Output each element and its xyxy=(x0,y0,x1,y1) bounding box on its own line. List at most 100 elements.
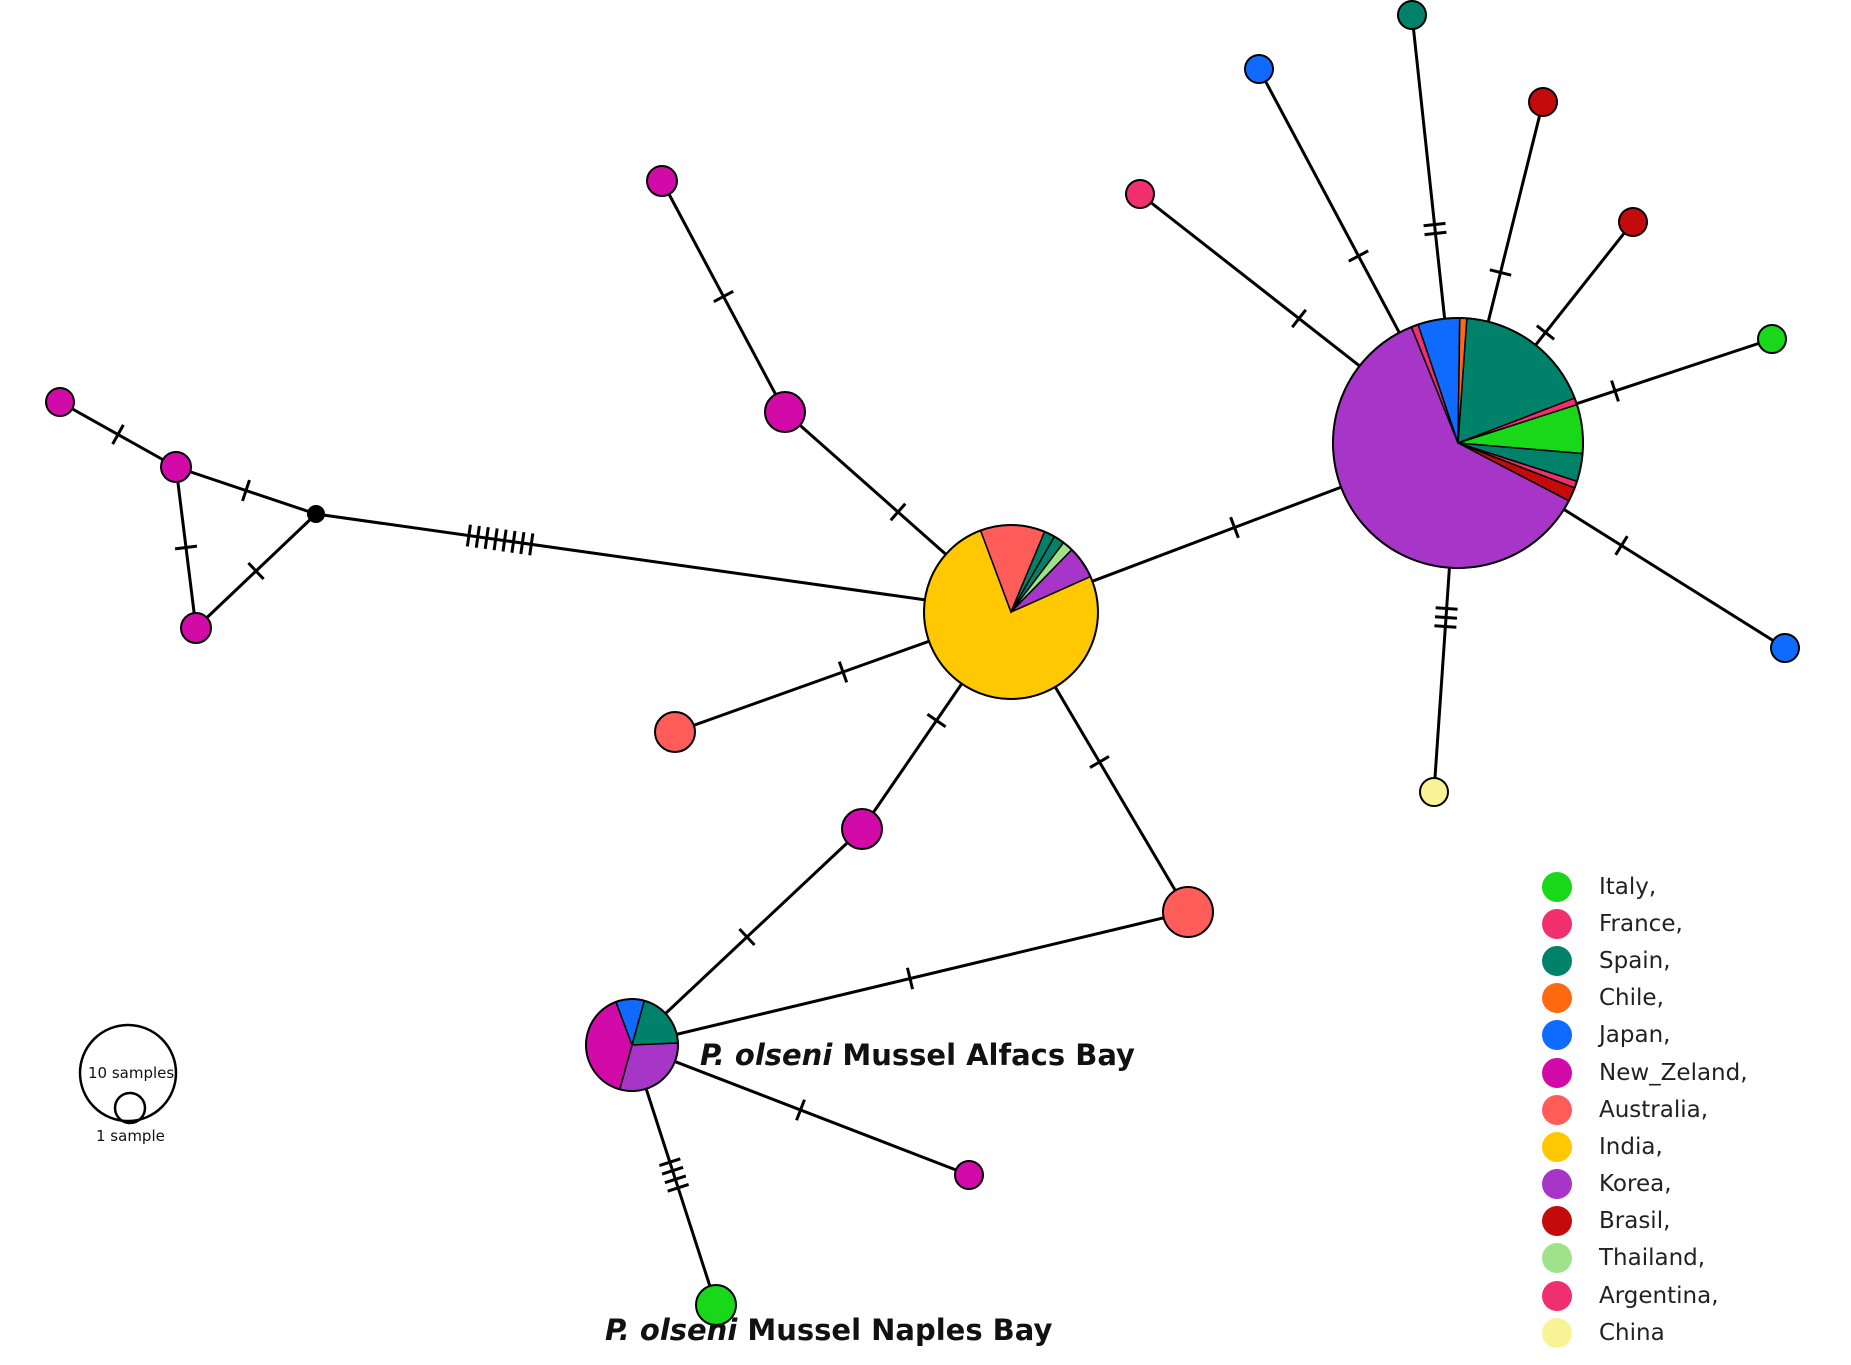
node-circle xyxy=(841,808,883,850)
legend-item-brasil: Brasil, xyxy=(1542,1203,1842,1240)
network-edges xyxy=(59,14,1786,1306)
haplotype-node-X xyxy=(307,505,325,523)
legend-swatch xyxy=(1542,945,1572,976)
node-circle xyxy=(1397,0,1427,30)
mutation-mark xyxy=(492,528,499,551)
mutation-mark xyxy=(247,561,265,581)
node-outline xyxy=(923,524,1099,700)
haplotype-node-R xyxy=(1528,87,1558,117)
mutation-mark xyxy=(111,424,125,445)
legend-label: Argentina, xyxy=(1599,1282,1719,1309)
legend-swatch xyxy=(1542,1206,1572,1237)
node-circle xyxy=(1162,886,1214,938)
legend-label: France, xyxy=(1599,910,1683,937)
node-circle xyxy=(45,387,75,417)
node-outline xyxy=(585,998,679,1092)
mutation-mark xyxy=(658,1157,681,1167)
haplotype-node-K xyxy=(654,711,696,753)
edge-X-A xyxy=(315,512,1012,614)
scale-circle-10-samples xyxy=(78,1023,178,1123)
legend-item-spain: Spain, xyxy=(1542,942,1842,979)
legend-swatch xyxy=(1542,1317,1572,1348)
legend-swatch xyxy=(1542,871,1572,902)
legend-label: Australia, xyxy=(1599,1096,1709,1123)
haplotype-node-J xyxy=(841,808,883,850)
haplotype-node-A xyxy=(923,524,1099,700)
node-circle xyxy=(1419,777,1449,807)
species-name: P. olseni xyxy=(700,1038,833,1072)
scale-label-10-samples: 10 samples xyxy=(88,1064,175,1082)
mutation-mark xyxy=(664,1174,687,1185)
haplotype-node-P xyxy=(1244,54,1274,84)
mutation-mark xyxy=(1291,308,1307,329)
haplotype-node-S xyxy=(1618,207,1648,237)
legend-swatch xyxy=(1542,1131,1572,1162)
legend-swatch xyxy=(1542,1057,1572,1088)
node-circle xyxy=(1528,87,1558,117)
node-circle xyxy=(1618,207,1648,237)
node-circle xyxy=(654,711,696,753)
mutation-mark xyxy=(241,479,251,502)
size-scale xyxy=(78,1023,178,1125)
legend-label: China xyxy=(1599,1319,1665,1346)
legend-label: Spain, xyxy=(1599,947,1671,974)
mutation-mark xyxy=(905,967,915,990)
legend-swatch xyxy=(1542,983,1572,1014)
mutation-mark xyxy=(483,526,490,550)
mutation-mark xyxy=(519,531,526,555)
node-circle xyxy=(1757,324,1787,354)
haplotype-node-E xyxy=(160,451,192,483)
haplotype-node-W xyxy=(764,391,806,433)
legend-item-chile: Chile, xyxy=(1542,980,1842,1017)
legend-label: Brasil, xyxy=(1599,1208,1671,1235)
node-circle xyxy=(764,391,806,433)
legend-label: Thailand, xyxy=(1599,1245,1706,1272)
legend-item-italy: Italy, xyxy=(1542,868,1842,905)
node-circle xyxy=(646,165,678,197)
mutation-mark xyxy=(667,1183,690,1193)
legend-label: Korea, xyxy=(1599,1171,1672,1198)
mutation-mark xyxy=(1434,624,1457,629)
site-label-alfacs-bay: P. olseni Mussel Alfacs Bay xyxy=(700,1038,1135,1072)
legend-swatch xyxy=(1542,908,1572,939)
legend-label: Italy, xyxy=(1599,873,1657,900)
mutation-mark xyxy=(1424,230,1447,237)
legend-label: India, xyxy=(1599,1133,1663,1160)
mutation-mark xyxy=(889,502,907,522)
median-vector xyxy=(307,505,325,523)
haplotype-node-D xyxy=(45,387,75,417)
haplotype-node-B xyxy=(1332,317,1584,569)
mutation-mark xyxy=(1089,755,1110,769)
mutation-mark xyxy=(837,661,849,683)
legend-swatch xyxy=(1542,1243,1572,1274)
mutation-mark xyxy=(1489,268,1512,277)
haplotype-node-H xyxy=(646,165,678,197)
legend-item-new_zeland: New_Zeland, xyxy=(1542,1054,1842,1091)
legend-item-china: China xyxy=(1542,1314,1842,1351)
haplotype-node-T xyxy=(1757,324,1787,354)
legend-swatch xyxy=(1542,1280,1572,1311)
mutation-mark xyxy=(1434,615,1458,620)
node-circle xyxy=(1125,179,1155,209)
node-circle xyxy=(180,612,212,644)
species-name: P. olseni xyxy=(605,1313,738,1347)
scale-circle-1-sample xyxy=(113,1091,147,1125)
node-outline xyxy=(1332,317,1584,569)
node-circle xyxy=(954,1160,984,1190)
haplotype-node-M xyxy=(695,1284,737,1326)
haplotype-node-V xyxy=(1419,777,1449,807)
site-name: Mussel Naples Bay xyxy=(737,1313,1053,1347)
mutation-mark xyxy=(465,524,472,547)
site-name: Mussel Alfacs Bay xyxy=(832,1038,1135,1072)
mutation-mark xyxy=(474,525,481,548)
node-circle xyxy=(1244,54,1274,84)
mutation-mark xyxy=(713,290,734,303)
haplotype-node-Q xyxy=(1397,0,1427,30)
haplotype-node-G xyxy=(180,612,212,644)
legend-swatch xyxy=(1542,1169,1572,1200)
mutation-mark xyxy=(1435,606,1458,611)
mutation-mark xyxy=(174,544,198,551)
legend-item-australia: Australia, xyxy=(1542,1091,1842,1128)
haplotype-node-L xyxy=(1162,886,1214,938)
